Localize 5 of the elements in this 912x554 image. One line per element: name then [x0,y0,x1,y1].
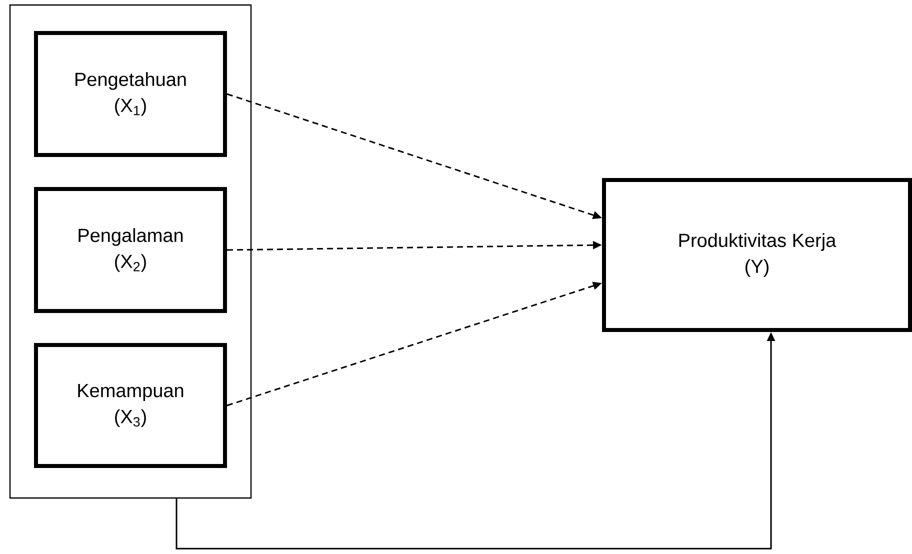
group-box [9,4,252,499]
process-box: Pengetahuan (X$_{1}$) [34,31,227,157]
process-box: Produktivitas Kerja (Y) [602,178,912,332]
process-box: Pengalaman (X$_{2}$) [34,187,227,313]
process-box: Kemampuan (X$_{3}$) [34,343,227,468]
